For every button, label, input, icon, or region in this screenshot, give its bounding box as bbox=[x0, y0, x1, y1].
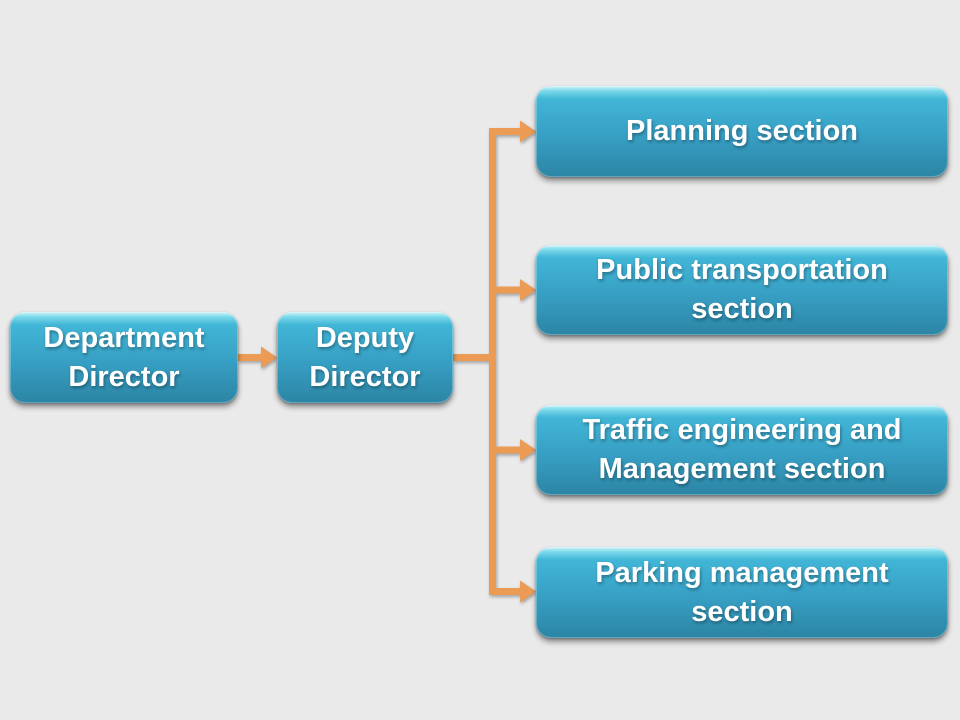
arrowhead-parking-management-section bbox=[520, 580, 536, 603]
arrowhead-public-transportation-section bbox=[520, 279, 536, 301]
arrowhead-deputy-director bbox=[261, 346, 277, 369]
node-public-transportation-section: Public transportation section bbox=[536, 245, 948, 335]
node-traffic-engineering-and-management-section: Traffic engineering and Management secti… bbox=[536, 405, 948, 495]
node-parking-management-section-label: Parking management section bbox=[595, 556, 889, 628]
node-deputy-director-label: Deputy Director bbox=[309, 321, 421, 393]
node-parking-management-section: Parking management section bbox=[536, 547, 948, 638]
node-deputy-director: Deputy Director bbox=[277, 312, 453, 403]
arrowhead-planning-section bbox=[520, 120, 536, 143]
node-department-director: Department Director bbox=[10, 312, 238, 403]
node-planning-section-label: Planning section bbox=[625, 115, 859, 148]
node-public-transportation-section-label: Public transportation section bbox=[596, 254, 888, 325]
node-traffic-engineering-and-management-section-label: Traffic engineering and Management secti… bbox=[582, 414, 902, 485]
node-planning-section: Planning section bbox=[536, 86, 948, 177]
arrowhead-traffic-engineering-section bbox=[520, 439, 536, 461]
node-department-director-label: Department Director bbox=[43, 321, 205, 393]
